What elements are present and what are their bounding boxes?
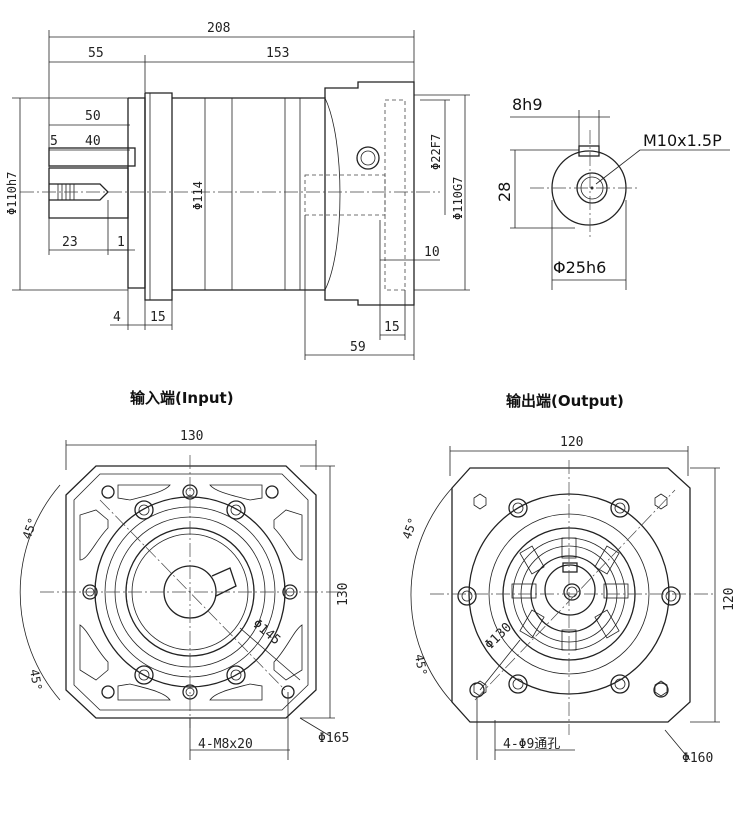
output-bolt-hole xyxy=(508,674,528,694)
input-view-title: 输入端(Input) xyxy=(130,389,234,407)
dim-bore-diameter: Φ22F7 xyxy=(429,134,443,170)
output-angle-top: 45° xyxy=(400,516,421,541)
dim-body-diameter: Φ114 xyxy=(191,181,205,210)
input-angle-top: 45° xyxy=(20,516,41,541)
input-flange-outline xyxy=(65,465,317,719)
dim-bore-step: 15 xyxy=(384,320,400,335)
dim-key-height: 28 xyxy=(495,182,514,202)
dim-body-length: 153 xyxy=(266,46,289,61)
dim-tap-depth: 23 xyxy=(62,235,78,250)
dim-overall-length: 208 xyxy=(207,21,230,36)
output-holes: 4-Φ9通孔 xyxy=(503,737,560,752)
dim-thread: M10x1.5P xyxy=(643,131,722,150)
output-view: 输出端(Output) 120 120 xyxy=(400,392,737,766)
input-view: 输入端(Input) 130 130 xyxy=(20,389,351,760)
dim-flange-thickness: 15 xyxy=(150,310,166,325)
dim-output-depth: 59 xyxy=(350,340,366,355)
output-bolt-hole xyxy=(610,674,630,694)
dim-pilot-diameter: Φ110G7 xyxy=(451,177,465,220)
input-dim-height: 130 xyxy=(336,583,351,606)
input-dim-width: 130 xyxy=(180,429,203,444)
output-circle: Φ160 xyxy=(682,751,713,766)
output-bolt-hole xyxy=(508,498,528,518)
output-bolt-hole xyxy=(610,498,630,518)
shaft-section-view: 8h9 M10x1.5P 28 Φ25h6 xyxy=(495,95,730,290)
dim-bore-depth: 10 xyxy=(424,245,440,260)
input-holes: 4-M8x20 xyxy=(198,737,253,752)
dim-shaft-diameter: Φ110h7 xyxy=(5,172,19,215)
output-flange-outline xyxy=(451,467,691,723)
dim-input-length: 55 xyxy=(88,46,104,61)
dim-key-width: 8h9 xyxy=(512,95,543,114)
output-shaft xyxy=(544,564,596,616)
dim-key-length: 40 xyxy=(85,134,101,149)
output-dim-height: 120 xyxy=(722,588,737,611)
dim-flange-step: 4 xyxy=(113,310,121,325)
input-circle: Φ165 xyxy=(318,731,349,746)
dim-shaft-dia: Φ25h6 xyxy=(553,258,606,277)
dim-key-offset: 5 xyxy=(50,134,58,149)
dim-chamfer: 1 xyxy=(117,235,125,250)
output-dim-width: 120 xyxy=(560,435,583,450)
input-angle-bottom: 45° xyxy=(27,668,45,692)
side-view: 208 55 153 50 5 40 23 1 4 15 10 15 59 Φ1… xyxy=(5,21,470,360)
output-view-title: 输出端(Output) xyxy=(506,392,624,410)
dim-shaft-length: 50 xyxy=(85,109,101,124)
output-angle-bottom: 45° xyxy=(412,653,430,677)
shaft-keyway xyxy=(48,147,136,167)
input-pcd: Φ145 xyxy=(249,617,283,649)
